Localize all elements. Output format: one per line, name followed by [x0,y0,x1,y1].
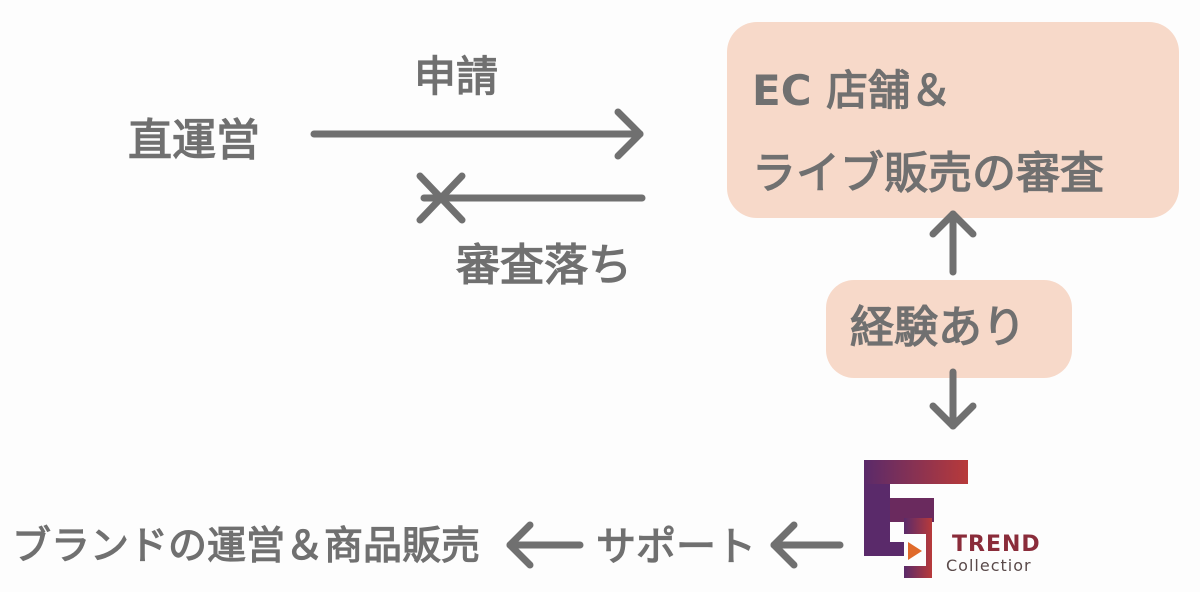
review-title-line2: ライブ販売の審査 [752,148,1104,199]
direct-ops-label: 直運営 [128,115,260,166]
apply-label: 申請 [414,52,499,101]
support-label: サポート [596,524,756,570]
support-arrow [770,521,844,569]
experience-label: 経験あり [850,302,1026,353]
apply-arrow [310,108,644,160]
brand-arrow [506,521,584,569]
rejected-label: 審査落ち [456,240,632,291]
review-box [727,22,1179,218]
brand-ops-label: ブランドの運営＆商品販売 [12,524,481,569]
rejected-arrow [416,172,646,224]
trend-collection-logo [864,460,968,578]
review-title-line1: EC 店舗＆ [752,66,953,115]
up-arrow [929,210,977,276]
down-arrow [929,368,977,430]
logo-sub: Collectior [946,558,1032,574]
experience-box [826,280,1072,378]
logo-name: TREND [952,532,1041,557]
